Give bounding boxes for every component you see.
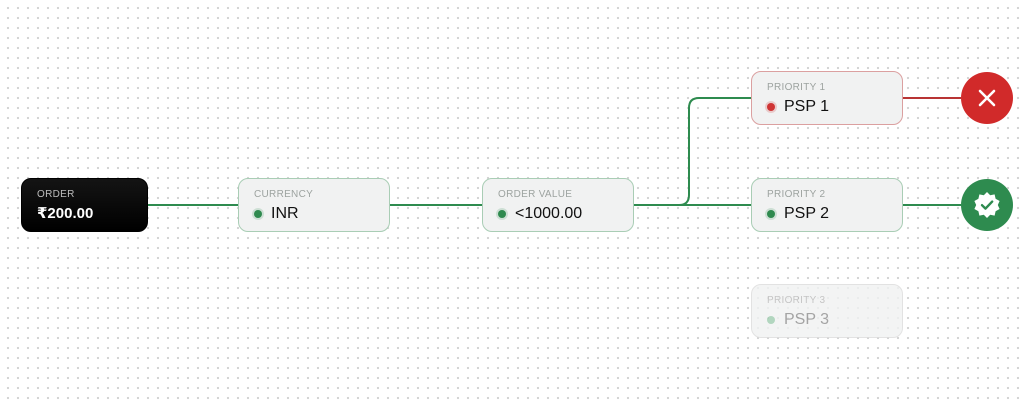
priority3-node-value: PSP 3 bbox=[784, 311, 830, 328]
order-node[interactable]: ORDER ₹200.00 bbox=[21, 178, 148, 232]
verified-badge-check-icon bbox=[974, 192, 1000, 218]
priority2-node[interactable]: PRIORITY 2 PSP 2 bbox=[751, 178, 903, 232]
currency-node-value: INR bbox=[271, 205, 299, 222]
priority1-node-value: PSP 1 bbox=[784, 98, 830, 115]
order-value-node[interactable]: ORDER VALUE <1000.00 bbox=[482, 178, 634, 232]
status-dot-icon bbox=[498, 210, 506, 218]
status-dot-icon bbox=[254, 210, 262, 218]
failure-status-badge[interactable] bbox=[961, 72, 1013, 124]
order-node-label: ORDER bbox=[37, 189, 75, 200]
currency-node-label: CURRENCY bbox=[254, 189, 314, 200]
status-dot-icon bbox=[767, 316, 775, 324]
status-dot-icon bbox=[767, 103, 775, 111]
order-value-node-value: <1000.00 bbox=[515, 205, 583, 222]
status-dot-icon bbox=[767, 210, 775, 218]
close-x-icon bbox=[978, 89, 996, 107]
currency-node[interactable]: CURRENCY INR bbox=[238, 178, 390, 232]
wire-ordervalue-psp1 bbox=[634, 97, 751, 206]
priority2-node-value: PSP 2 bbox=[784, 205, 830, 222]
order-node-value: ₹200.00 bbox=[37, 205, 94, 222]
order-value-node-label: ORDER VALUE bbox=[498, 189, 573, 200]
priority3-node-label: PRIORITY 3 bbox=[767, 295, 826, 306]
priority1-node[interactable]: PRIORITY 1 PSP 1 bbox=[751, 71, 903, 125]
priority2-node-label: PRIORITY 2 bbox=[767, 189, 826, 200]
priority3-node[interactable]: PRIORITY 3 PSP 3 bbox=[751, 284, 903, 338]
success-status-badge[interactable] bbox=[961, 179, 1013, 231]
priority1-node-label: PRIORITY 1 bbox=[767, 82, 826, 93]
